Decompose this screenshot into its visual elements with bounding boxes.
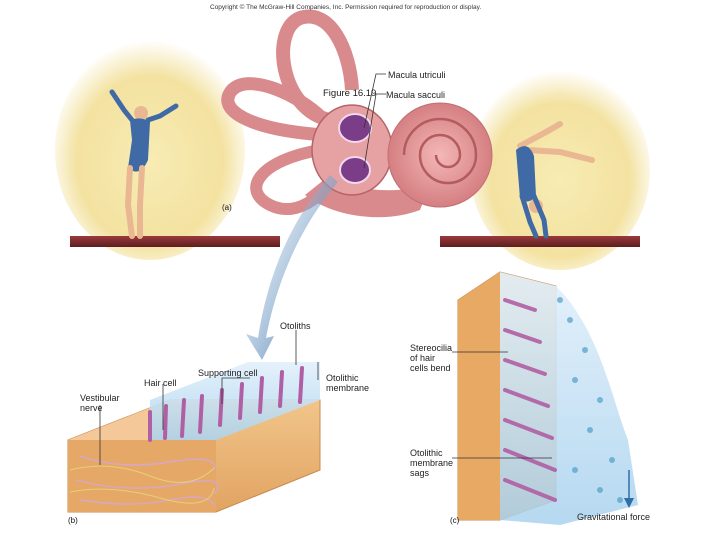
left-balance-beam (70, 236, 280, 247)
macula-tissue-block (68, 362, 320, 512)
label-stereocilia-bend: Stereocilia of hair cells bend (410, 343, 452, 373)
label-otolithic-membrane: Otolithic membrane (326, 373, 369, 393)
label-membrane-sags: Otolithic membrane sags (410, 448, 453, 478)
label-otoliths: Otoliths (280, 321, 311, 331)
label-supporting-cell: Supporting cell (198, 368, 258, 378)
label-vestibular-nerve: Vestibular nerve (80, 393, 120, 413)
tilted-tissue-block (458, 272, 638, 525)
label-gravitational-force: Gravitational force (577, 512, 650, 522)
left-spotlight (55, 40, 245, 260)
label-macula-utriculi: Macula utriculi (388, 70, 446, 80)
panel-label-c: (c) (450, 516, 459, 526)
panel-label-a: (a) (222, 203, 232, 213)
label-hair-cell: Hair cell (144, 378, 177, 388)
inner-ear (228, 17, 492, 218)
copyright-notice: Copyright © The McGraw-Hill Companies, I… (210, 3, 481, 13)
label-macula-sacculi: Macula sacculi (386, 90, 445, 100)
panel-label-b: (b) (68, 516, 78, 526)
figure-label: Figure 16.19 (323, 89, 376, 99)
right-balance-beam (440, 236, 640, 247)
